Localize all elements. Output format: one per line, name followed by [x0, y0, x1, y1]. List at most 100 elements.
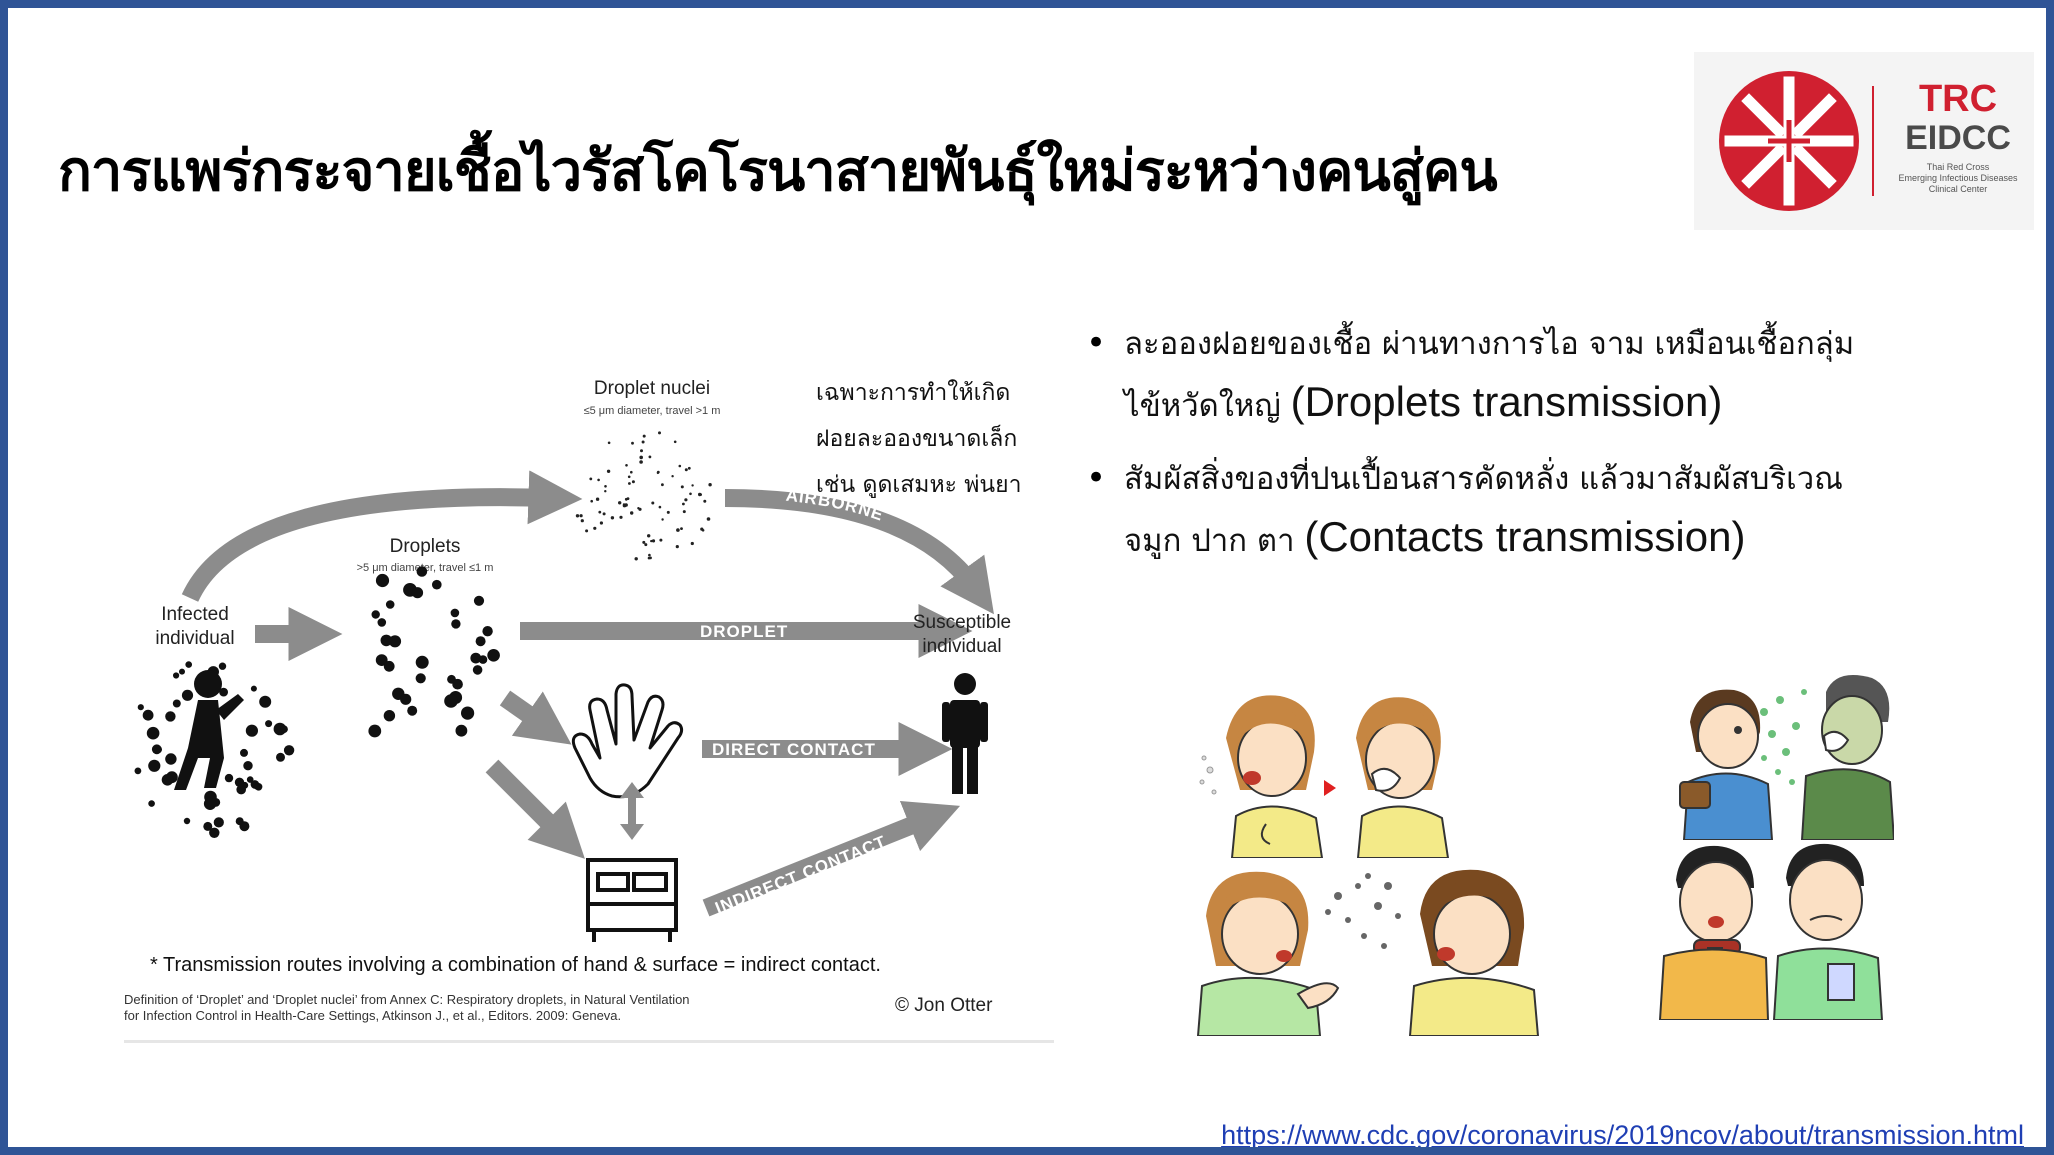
droplet-nucleus-dot: [604, 490, 607, 493]
bullet-line2-en: (Contacts transmission): [1304, 513, 1746, 560]
cloud-dot: [183, 817, 191, 825]
logo-trc-text: TRC: [1918, 78, 1998, 120]
bullet-item: • ละอองฝอยของเชื้อ ผ่านทางการไอ จาม เหมื…: [1084, 314, 2024, 435]
droplet-nucleus-dot: [708, 483, 712, 487]
droplet-nucleus-dot: [666, 510, 670, 514]
droplet-nucleus-dot: [648, 455, 652, 459]
bullet-dot-icon: •: [1086, 458, 1107, 498]
droplet-nucleus-dot: [641, 440, 645, 444]
cloud-dot: [148, 759, 161, 772]
droplet-nucleus-dot: [640, 449, 643, 453]
droplet-nucleus-dot: [656, 470, 660, 474]
woman-coughing-icon: [1199, 695, 1450, 858]
droplet-nucleus-dot: [619, 515, 623, 519]
droplet-nucleus-dot: [651, 539, 656, 543]
droplet-nucleus-dot: [627, 475, 631, 479]
droplets-to-hand-arrow: [499, 690, 572, 745]
droplet-nucleus-dot: [637, 507, 640, 510]
note-line: เฉพาะการทำให้เกิด: [816, 380, 1011, 406]
definition-line1: Definition of ‘Droplet’ and ‘Droplet nuc…: [124, 992, 690, 1007]
cloud-dot: [240, 748, 248, 757]
bullet-line: จมูก ปาก ตา (Contacts transmission): [1124, 508, 2024, 570]
bullet-list: • ละอองฝอยของเชื้อ ผ่านทางการไอ จาม เหมื…: [1084, 314, 2024, 584]
droplet-dot: [375, 573, 390, 588]
droplet-dot: [415, 655, 429, 669]
credit: © Jon Otter: [895, 995, 993, 1016]
hand-icon: [571, 683, 684, 799]
cloud-dot: [209, 827, 220, 838]
source-link[interactable]: https://www.cdc.gov/coronavirus/2019ncov…: [1221, 1120, 2024, 1150]
droplet-nucleus-dot: [661, 518, 664, 521]
trc-eidcc-logo: TRC EIDCC Thai Red Cross Emerging Infect…: [1694, 52, 2034, 230]
droplet-dot: [470, 652, 482, 664]
droplet-dot: [444, 694, 458, 708]
droplet-nucleus-dot: [661, 483, 664, 487]
droplet-nucleus-dot: [631, 441, 634, 445]
droplet-nucleus-dot: [658, 505, 662, 509]
women-sneezing-cartoon: [1196, 869, 1540, 1036]
droplet-nucleus-dot: [580, 519, 584, 523]
droplet-dot: [461, 706, 475, 720]
slide-title: การแพร่กระจายเชื้อไวรัสโคโรนาสายพันธุ์ให…: [58, 139, 1498, 204]
cloud-dot: [234, 777, 245, 787]
droplet-nucleus-dot: [659, 538, 663, 542]
droplet-nucleus-dot: [575, 496, 579, 501]
droplet-nucleus-dot: [585, 529, 589, 533]
droplet-nucleus-dot: [634, 557, 638, 561]
footnote: * Transmission routes involving a combin…: [150, 954, 881, 976]
droplet-dot: [383, 710, 396, 722]
logo-subtitle-line: Emerging Infectious Diseases: [1898, 173, 2018, 183]
droplet-nucleus-dot: [593, 526, 597, 530]
indirect-contact-label: INDIRECT CONTACT: [712, 832, 889, 918]
cloud-dot: [165, 711, 176, 722]
droplet-nucleus-dot: [644, 543, 648, 547]
aerosol-note: เฉพาะการทำให้เกิด ฝอยละอองขนาดเล็ก เช่น …: [816, 370, 1066, 508]
droplet-dot: [472, 665, 483, 675]
cloud-dot: [224, 773, 234, 783]
infected-label-line2: individual: [155, 628, 234, 649]
droplet-nucleus-dot: [676, 528, 680, 532]
droplet-nucleus-dot: [625, 464, 628, 467]
droplet-dot: [375, 654, 388, 666]
cloud-dot: [151, 744, 162, 755]
woman-coughing-cartoon: [1199, 695, 1450, 858]
droplet-nucleus-dot: [673, 440, 677, 444]
droplet-nucleus-dot: [606, 469, 611, 473]
droplet-dot: [416, 566, 428, 577]
cloud-dot: [179, 668, 185, 675]
droplet-nuclei-dots: [575, 431, 712, 561]
cloud-dot: [236, 784, 246, 795]
airborne-arrow: [724, 489, 994, 615]
cloud-dot: [250, 685, 257, 692]
droplet-nucleus-dot: [701, 529, 705, 532]
men-sneezing-icon: [1679, 675, 1894, 840]
sick-boys-cartoon: [1658, 843, 1884, 1020]
droplet-nucleus-dot: [630, 511, 634, 515]
droplet-nucleus-dot: [689, 492, 692, 496]
note-line: เช่น ดูดเสมหะ พ่นยา: [816, 472, 1022, 498]
droplet-nucleus-dot: [602, 512, 606, 516]
droplets-dots: [368, 566, 500, 738]
bullet-line2-th: ไข้หวัดใหญ่: [1124, 388, 1291, 424]
cloud-dot: [161, 774, 174, 786]
droplet-dot: [388, 635, 402, 648]
cloud-dot: [243, 761, 253, 771]
droplet-nucleus-dot: [690, 541, 694, 546]
droplet-nucleus-dot: [648, 553, 651, 557]
cloud-dot: [134, 767, 142, 775]
cloud-dot: [185, 661, 192, 668]
droplet-nucleus-dot: [682, 510, 686, 514]
cloud-dot: [142, 709, 154, 721]
bullet-dot-icon: •: [1086, 323, 1107, 363]
cloud-dot: [172, 699, 181, 708]
droplet-nucleus-dot: [650, 539, 653, 543]
cloud-dot: [213, 817, 224, 828]
droplet-dot: [368, 724, 382, 738]
direct-contact-label: DIRECT CONTACT: [712, 740, 876, 759]
diagram-rule: [124, 1040, 1054, 1043]
droplet-nucleus-dot: [628, 482, 631, 485]
droplet-nucleus-dot: [579, 514, 583, 518]
droplet-dot: [473, 595, 485, 606]
droplet-nucleus-dot: [703, 499, 707, 503]
droplet-dot: [371, 610, 380, 619]
